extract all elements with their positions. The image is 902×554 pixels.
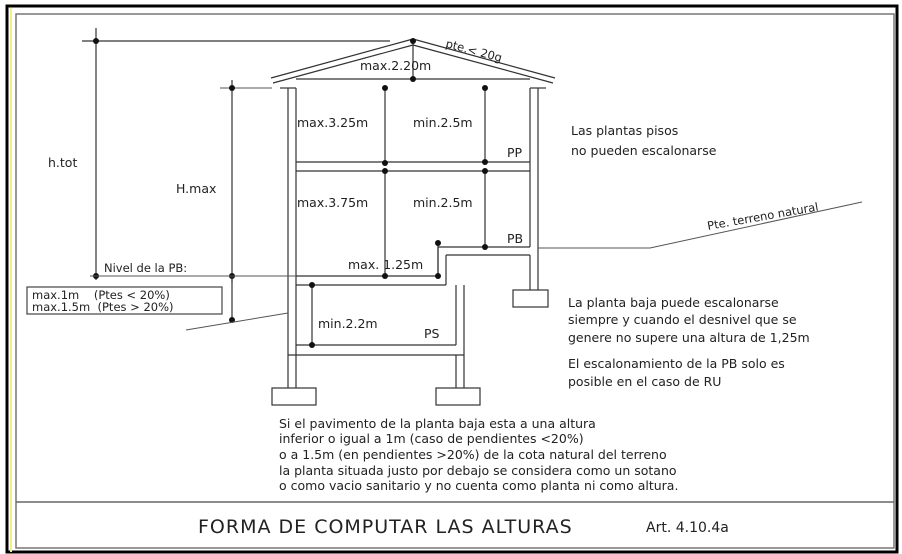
basement-min: min.2.2m [318,316,378,331]
note-line: Si el pavimento de la planta baja esta a… [279,416,596,431]
ground-floor-min: min.2.5m [413,195,473,210]
note-line: siempre y cuando el desnivel que se [568,312,797,327]
level-box-line-2: max.1.5m (Ptes > 20%) [32,300,174,314]
roof-height-label: max.2.20m [360,58,431,73]
note-line: posible en el caso de RU [568,374,721,389]
total-height-label: h.tot [48,155,77,170]
note-basement: Si el pavimento de la planta baja esta a… [279,416,678,493]
note-ground: La planta baja puede escalonarse siempre… [568,295,810,345]
upper-floor-min: min.2.5m [413,115,473,130]
upper-floor-label: PP [507,145,523,160]
basement-label: PS [424,326,440,341]
note-floors: Las plantas pisos no pueden escalonarse [571,123,717,158]
footing [271,387,317,406]
max-height-label: H.max [176,181,216,196]
outer-frame [5,4,899,554]
ground-floor-step: max. 1.25m [348,257,423,272]
note-line: o como vacio sanitario y no cuenta como … [279,478,678,493]
total-height-dimension [82,28,390,280]
note-line: La planta baja puede escalonarse [568,295,779,310]
article-reference: Art. 4.10.4a [646,520,729,536]
level-box [26,276,289,331]
level-box-line-1: max.1m (Ptes < 20%) [32,288,170,302]
footing [512,289,549,308]
max-height-dimension [220,80,272,282]
drawing-frame [15,13,895,549]
building-section [271,87,549,406]
terrain-line [538,201,863,249]
roof [270,38,556,84]
ground-floor-label: PB [507,231,523,246]
ground-floor-max: max.3.75m [297,195,368,210]
note-line: la planta situada justo por debajo se co… [279,463,677,478]
footing [435,387,481,406]
upper-floor-max: max.3.25m [297,115,368,130]
ground-level-label: Nivel de la PB: [104,261,187,275]
drawing-title: FORMA DE COMPUTAR LAS ALTURAS [198,516,573,538]
note-line: no pueden escalonarse [571,143,717,158]
note-line: Las plantas pisos [571,123,678,138]
floor-dimensions [309,85,488,348]
note-line: genere no supere una altura de 1,25m [568,330,810,345]
note-line: o a 1.5m (en pendientes >20%) de la cota… [279,447,667,462]
note-stepping: El escalonamiento de la PB solo es posib… [568,356,785,389]
note-line: inferior o igual a 1m (caso de pendiente… [279,431,584,446]
note-line: El escalonamiento de la PB solo es [568,356,785,371]
